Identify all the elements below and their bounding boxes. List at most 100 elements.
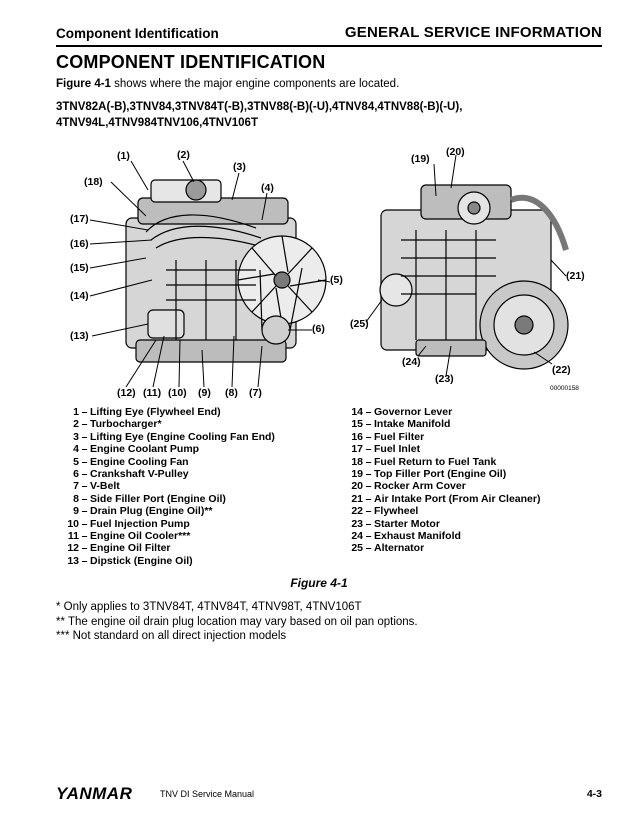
legend-label: Fuel Inlet <box>374 443 421 456</box>
callout-6: (6) <box>312 323 325 335</box>
legend-label: Engine Coolant Pump <box>90 443 200 456</box>
legend-item: 15–Intake Manifold <box>347 418 540 430</box>
legend-number: 9 <box>73 505 79 518</box>
legend-number: 15 <box>351 418 363 431</box>
legend-label: Air Intake Port (From Air Cleaner) <box>374 492 541 505</box>
legend-item: 7–V-Belt <box>63 480 275 492</box>
right-engine-drawing <box>379 184 569 370</box>
section-name: Component Identification <box>56 26 219 41</box>
engine-illustration <box>89 154 569 388</box>
legend-item: 17–Fuel Inlet <box>347 443 540 455</box>
legend-label: Alternator <box>374 542 425 555</box>
legend-number: 5 <box>73 455 79 468</box>
leader-lines <box>89 154 567 388</box>
legend-item: 3–Lifting Eye (Engine Cooling Fan End) <box>63 431 275 443</box>
legend-number: 3 <box>73 430 79 443</box>
figure-reference: Figure 4-1 <box>56 78 111 90</box>
legend-item: 24–Exhaust Manifold <box>347 530 540 542</box>
legend-item: 10–Fuel Injection Pump <box>63 518 275 530</box>
legend-number: 6 <box>73 468 79 481</box>
figure-code: 00000158 <box>550 385 579 392</box>
callout-25: (25) <box>350 318 369 330</box>
legend-label: Fuel Injection Pump <box>90 517 190 530</box>
legend-number: 14 <box>351 406 363 418</box>
left-engine-drawing <box>125 179 327 363</box>
legend-number: 11 <box>67 530 79 543</box>
legend-label: Flywheel <box>374 505 419 518</box>
legend-number: 24 <box>351 530 363 543</box>
legend-number: 4 <box>73 443 79 456</box>
callout-10: (10) <box>168 387 187 399</box>
legend-item: 4–Engine Coolant Pump <box>63 443 275 455</box>
legend-item: 2–Turbocharger* <box>63 418 275 430</box>
legend-number: 23 <box>351 517 363 530</box>
legend-item: 9–Drain Plug (Engine Oil)** <box>63 505 275 517</box>
legend-item: 20–Rocker Arm Cover <box>347 480 540 492</box>
header-rule <box>56 45 602 47</box>
chapter-title: GENERAL SERVICE INFORMATION <box>344 24 602 41</box>
legend-label: Fuel Return to Fuel Tank <box>374 455 497 468</box>
legend-item: 12–Engine Oil Filter <box>63 542 275 554</box>
callout-1: (1) <box>117 150 130 162</box>
callout-22: (22) <box>552 364 571 376</box>
legend-number: 17 <box>351 443 363 456</box>
callout-7: (7) <box>249 387 262 399</box>
engine-models: 3TNV82A(-B),3TNV84,3TNV84T(-B),3TNV88(-B… <box>56 99 576 131</box>
page-footer: YANMAR TNV DI Service Manual 4-3 <box>56 784 602 804</box>
legend-item: 18–Fuel Return to Fuel Tank <box>347 456 540 468</box>
callout-5: (5) <box>330 274 343 286</box>
legend-item: 1–Lifting Eye (Flywheel End) <box>63 406 275 418</box>
models-line-2: 4TNV94L,4TNV984TNV106,4TNV106T <box>56 117 258 129</box>
legend-label: Crankshaft V-Pulley <box>90 468 189 481</box>
legend-label: Top Filler Port (Engine Oil) <box>374 468 507 481</box>
legend-column-2: 14–Governor Lever 15–Intake Manifold 16–… <box>347 406 540 555</box>
footnote: ** The engine oil drain plug location ma… <box>56 615 418 628</box>
legend-label: V-Belt <box>90 480 120 493</box>
footnote: *** Not standard on all direct injection… <box>56 630 287 642</box>
legend-item: 16–Fuel Filter <box>347 431 540 443</box>
legend-label: Starter Motor <box>374 517 440 530</box>
legend-item: 19–Top Filler Port (Engine Oil) <box>347 468 540 480</box>
legend-item: 22–Flywheel <box>347 505 540 517</box>
callout-24: (24) <box>402 356 421 368</box>
legend-label: Lifting Eye (Flywheel End) <box>90 406 221 418</box>
page-header: Component Identification GENERAL SERVICE… <box>56 24 602 47</box>
legend-label: Exhaust Manifold <box>374 530 461 543</box>
callout-16: (16) <box>70 238 89 250</box>
legend-number: 22 <box>351 505 363 518</box>
legend-number: 19 <box>351 468 363 481</box>
callout-19: (19) <box>411 153 430 165</box>
legend-label: Fuel Filter <box>374 430 425 443</box>
legend-label: Turbocharger* <box>90 418 162 431</box>
legend-item: 13–Dipstick (Engine Oil) <box>63 555 275 567</box>
legend-item: 8–Side Filler Port (Engine Oil) <box>63 493 275 505</box>
legend-label: Drain Plug (Engine Oil)** <box>90 505 213 518</box>
callout-23: (23) <box>435 373 454 385</box>
legend-item: 11–Engine Oil Cooler*** <box>63 530 275 542</box>
legend-item: 5–Engine Cooling Fan <box>63 456 275 468</box>
legend-item: 14–Governor Lever <box>347 406 540 418</box>
callout-14: (14) <box>70 290 89 302</box>
legend-label: Rocker Arm Cover <box>374 480 466 493</box>
legend-label: Engine Cooling Fan <box>90 455 189 468</box>
legend-number: 12 <box>67 542 79 555</box>
callout-8: (8) <box>225 387 238 399</box>
legend-label: Engine Oil Cooler*** <box>90 530 191 543</box>
legend-number: 20 <box>351 480 363 493</box>
legend-column-1: 1–Lifting Eye (Flywheel End) 2–Turbochar… <box>63 406 275 567</box>
legend-number: 10 <box>67 517 79 530</box>
legend-number: 1 <box>73 406 79 418</box>
callout-4: (4) <box>261 182 274 194</box>
footnote: * Only applies to 3TNV84T, 4TNV84T, 4TNV… <box>56 601 362 613</box>
intro-text: shows where the major engine components … <box>110 78 400 90</box>
legend-number: 16 <box>351 430 363 443</box>
callout-9: (9) <box>198 387 211 399</box>
legend-number: 2 <box>73 418 79 431</box>
page-number: 4-3 <box>586 788 602 800</box>
callout-18: (18) <box>84 176 103 188</box>
callout-13: (13) <box>70 330 89 342</box>
intro-paragraph: Figure 4-1 shows where the major engine … <box>56 78 399 90</box>
models-line-1: 3TNV82A(-B),3TNV84,3TNV84T(-B),3TNV88(-B… <box>56 101 463 113</box>
callout-17: (17) <box>70 213 89 225</box>
legend-item: 21–Air Intake Port (From Air Cleaner) <box>347 493 540 505</box>
